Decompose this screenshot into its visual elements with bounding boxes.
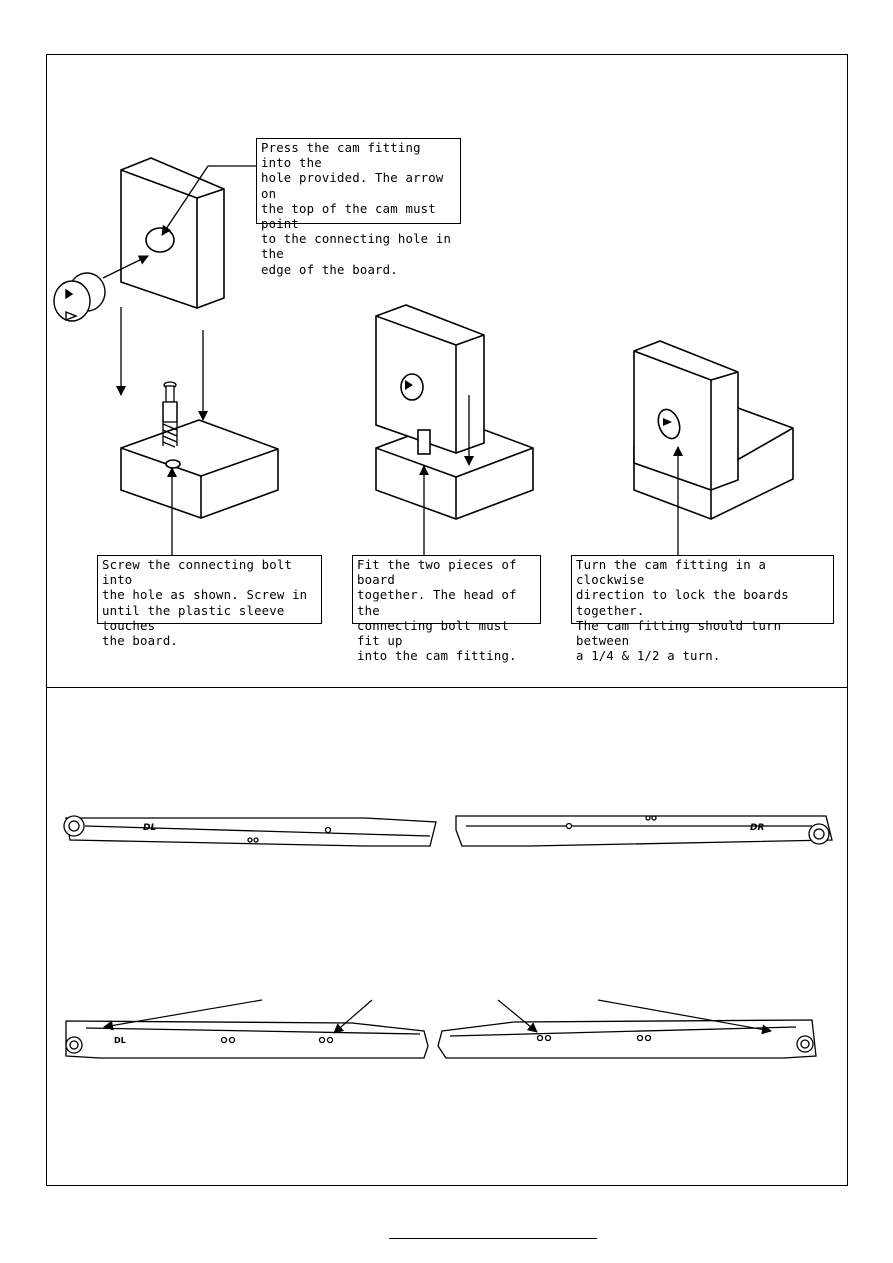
runner-right-bottom <box>437 1019 817 1059</box>
runner-right-label: DR <box>750 823 764 833</box>
runner-right-top <box>455 815 833 847</box>
cam-fitting-icon <box>53 272 106 322</box>
step3-callout: Fit the two pieces of board together. Th… <box>352 555 541 663</box>
pointer-arrow <box>161 165 209 236</box>
cam-lock-arrow-icon <box>663 418 672 426</box>
cam-arrow-icon <box>405 380 413 390</box>
runner-left-bottom-label: DL <box>114 1036 126 1045</box>
runner-arrow-2 <box>333 999 373 1034</box>
runner-arrow-3 <box>497 999 538 1033</box>
board-with-cam-hole <box>120 157 225 309</box>
step4-callout: Turn the cam fitting in a clockwise dire… <box>571 555 834 663</box>
fitted-boards <box>375 304 534 520</box>
step1-callout: Press the cam fitting into the hole prov… <box>256 138 461 277</box>
connecting-bolt-icon <box>162 381 178 448</box>
locked-boards <box>633 340 794 520</box>
drawer-runners-panel <box>46 687 848 1186</box>
runner-left-label: DL <box>143 823 156 833</box>
runner-arrow-4 <box>597 999 772 1035</box>
runner-left-top <box>63 815 437 847</box>
step2-callout: Screw the connecting bolt into the hole … <box>97 555 322 648</box>
insert-arrow <box>102 255 149 279</box>
runner-arrow-1 <box>103 999 263 1031</box>
bottom-board <box>120 419 279 519</box>
footer-rule <box>389 1238 597 1239</box>
